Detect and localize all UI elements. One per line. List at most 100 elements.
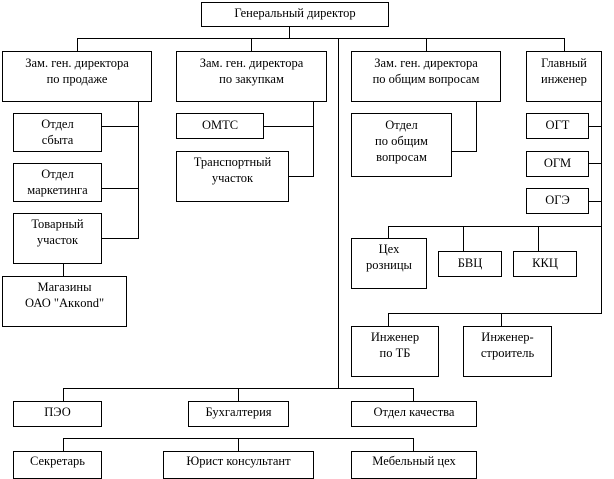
connector: [538, 226, 539, 251]
connector: [263, 126, 314, 127]
box-label: Зам. ген. директора: [199, 56, 304, 70]
box-label: участок: [36, 233, 79, 247]
furniture-workshop-box: Мебельный цех: [351, 451, 477, 479]
box-label: Цех: [378, 242, 400, 256]
box-label: БВЦ: [457, 256, 483, 270]
box-label: Секретарь: [29, 454, 86, 468]
connector: [426, 38, 427, 51]
box-label: Инженер-: [481, 330, 534, 344]
connector: [388, 226, 602, 227]
box-label: вопросам: [376, 150, 427, 164]
box-label: розницы: [366, 258, 412, 272]
box-label: по продаже: [46, 72, 108, 86]
connector: [251, 38, 252, 51]
connector: [601, 101, 602, 314]
goods-section-box: Товарный участок: [13, 213, 102, 264]
box-label: Отдел качества: [373, 405, 455, 419]
box-label: по ТБ: [379, 346, 411, 360]
ogm-box: ОГМ: [526, 151, 589, 177]
connector: [476, 101, 477, 151]
peo-box: ПЭО: [13, 401, 102, 427]
box-label: Инженер: [370, 330, 420, 344]
box-label: ОГТ: [545, 118, 570, 132]
box-label: Зам. ген. директора: [374, 56, 478, 70]
connector: [63, 388, 64, 401]
box-label: Бухгалтерия: [205, 405, 272, 419]
connector: [101, 126, 139, 127]
connector: [313, 101, 314, 177]
box-label: по общим: [375, 134, 428, 148]
retail-workshop-box: Цех розницы: [351, 238, 427, 289]
bvc-box: БВЦ: [438, 251, 502, 277]
box-label: участок: [211, 171, 254, 185]
box-label: Отдел: [385, 118, 418, 132]
box-label: по закупкам: [219, 72, 284, 86]
box-label: Главный: [541, 56, 587, 70]
general-director-box: Генеральный директор: [201, 2, 389, 27]
oge-box: ОГЭ: [526, 188, 589, 214]
connector: [138, 101, 139, 239]
box-label: Магазины: [37, 280, 92, 294]
accounting-box: Бухгалтерия: [188, 401, 289, 427]
secretary-box: Секретарь: [13, 451, 102, 479]
box-label: Отдел: [41, 117, 74, 131]
connector: [77, 38, 565, 39]
box-label: ККЦ: [532, 256, 558, 270]
connector: [588, 201, 602, 202]
general-affairs-dept-box: Отдел по общим вопросам: [351, 113, 452, 177]
main-trunk: [338, 38, 339, 388]
civil-engineer-box: Инженер- строитель: [463, 326, 552, 377]
deputy-purchase-box: Зам. ген. директора по закупкам: [176, 51, 327, 102]
box-label: ОГЭ: [545, 193, 570, 207]
box-label: Генеральный директор: [234, 6, 356, 20]
sales-dept-box: Отдел сбыта: [13, 113, 102, 152]
connector: [388, 313, 602, 314]
ogt-box: ОГТ: [526, 113, 589, 139]
connector: [451, 151, 477, 152]
box-label: по общим вопросам: [372, 72, 480, 86]
box-label: инженер: [541, 72, 587, 86]
connector: [413, 388, 414, 401]
omts-box: ОМТС: [176, 113, 264, 139]
connector: [588, 163, 602, 164]
box-label: Мебельный цех: [372, 454, 456, 468]
box-label: Транспортный: [193, 155, 272, 169]
kkc-box: ККЦ: [513, 251, 577, 277]
connector: [63, 263, 64, 276]
connector: [238, 438, 239, 451]
connector: [463, 226, 464, 251]
connector: [388, 313, 389, 326]
chief-engineer-box: Главный инженер: [526, 51, 602, 102]
box-label: сбыта: [41, 133, 74, 147]
box-label: Отдел: [41, 167, 74, 181]
box-label: Юрист консультант: [186, 454, 291, 468]
legal-consultant-box: Юрист консультант: [163, 451, 314, 479]
connector: [388, 226, 389, 238]
box-label: ПЭО: [44, 405, 71, 419]
connector: [101, 188, 139, 189]
box-label: Зам. ген. директора: [25, 56, 129, 70]
connector: [101, 238, 139, 239]
stores-box: Магазины ОАО "Аккond": [2, 276, 127, 327]
connector: [413, 438, 414, 451]
connector: [77, 38, 78, 51]
connector: [238, 388, 239, 401]
transport-section-box: Транспортный участок: [176, 151, 289, 202]
connector: [588, 126, 602, 127]
connector: [288, 176, 314, 177]
connector: [289, 26, 290, 38]
deputy-sales-box: Зам. ген. директора по продаже: [2, 51, 152, 102]
connector: [501, 313, 502, 326]
box-label: Товарный: [31, 217, 84, 231]
connector: [564, 38, 565, 51]
box-label: маркетинга: [27, 183, 88, 197]
box-label: строитель: [480, 346, 535, 360]
deputy-general-box: Зам. ген. директора по общим вопросам: [351, 51, 501, 102]
box-label: ОАО "Аккond": [24, 296, 105, 310]
box-label: ОГМ: [543, 156, 572, 170]
marketing-dept-box: Отдел маркетинга: [13, 163, 102, 202]
connector: [63, 438, 64, 451]
quality-dept-box: Отдел качества: [351, 401, 477, 427]
safety-engineer-box: Инженер по ТБ: [351, 326, 439, 377]
box-label: ОМТС: [201, 118, 239, 132]
